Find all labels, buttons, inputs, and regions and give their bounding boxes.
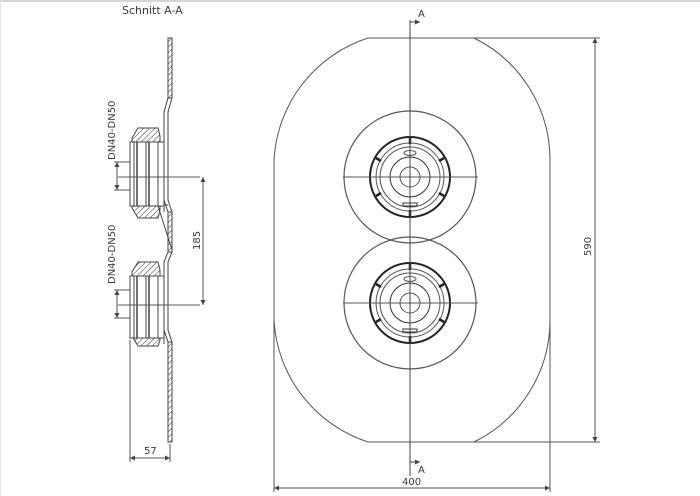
section-title: Schnitt A-A [122, 4, 183, 17]
upper-fitting-section [118, 127, 200, 219]
upper-fitting-label: DN40-DN50 [107, 100, 118, 160]
section-marker-top: A [418, 9, 425, 20]
plan-view [273, 19, 600, 492]
lower-fitting-section [118, 261, 200, 347]
spacing-dimension: 185 [192, 230, 203, 250]
section-marker-bottom: A [418, 465, 425, 476]
membrane-sheet [157, 37, 173, 443]
width-dimension: 400 [402, 477, 422, 488]
height-dimension: 590 [583, 236, 594, 256]
section-view [114, 37, 206, 462]
depth-dimension: 57 [144, 446, 157, 457]
lower-fitting-label: DN40-DN50 [107, 224, 118, 284]
membrane-outline [273, 37, 551, 443]
